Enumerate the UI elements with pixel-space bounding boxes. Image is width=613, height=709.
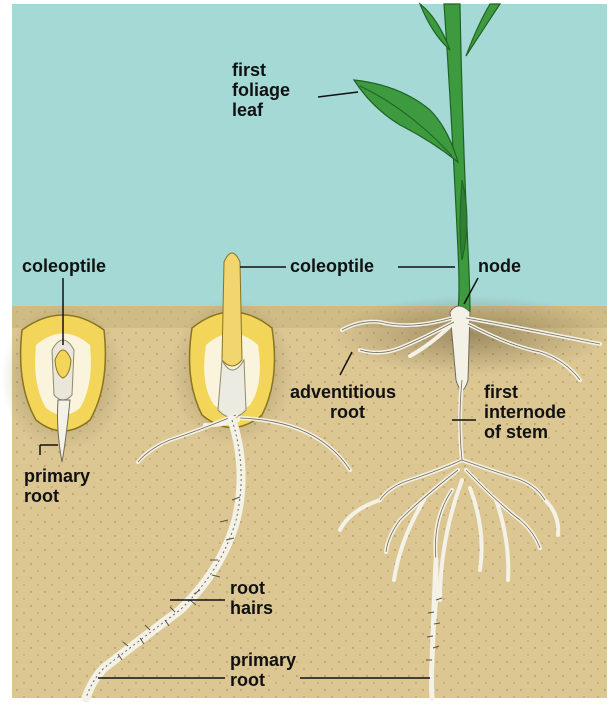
label-primary-root-left: primary root — [24, 466, 90, 506]
label-node: node — [478, 256, 521, 276]
label-primary-root-bottom: primary root — [230, 650, 296, 690]
label-coleoptile-left: coleoptile — [22, 256, 106, 276]
middle-coleoptile — [222, 253, 242, 366]
label-coleoptile-middle: coleoptile — [290, 256, 374, 276]
label-first-internode-of-stem: first internode of stem — [484, 382, 566, 442]
label-adventitious-root: adventitious root — [290, 382, 396, 422]
label-first-foliage-leaf: first foliage leaf — [232, 60, 290, 120]
label-root-hairs: root hairs — [230, 578, 273, 618]
